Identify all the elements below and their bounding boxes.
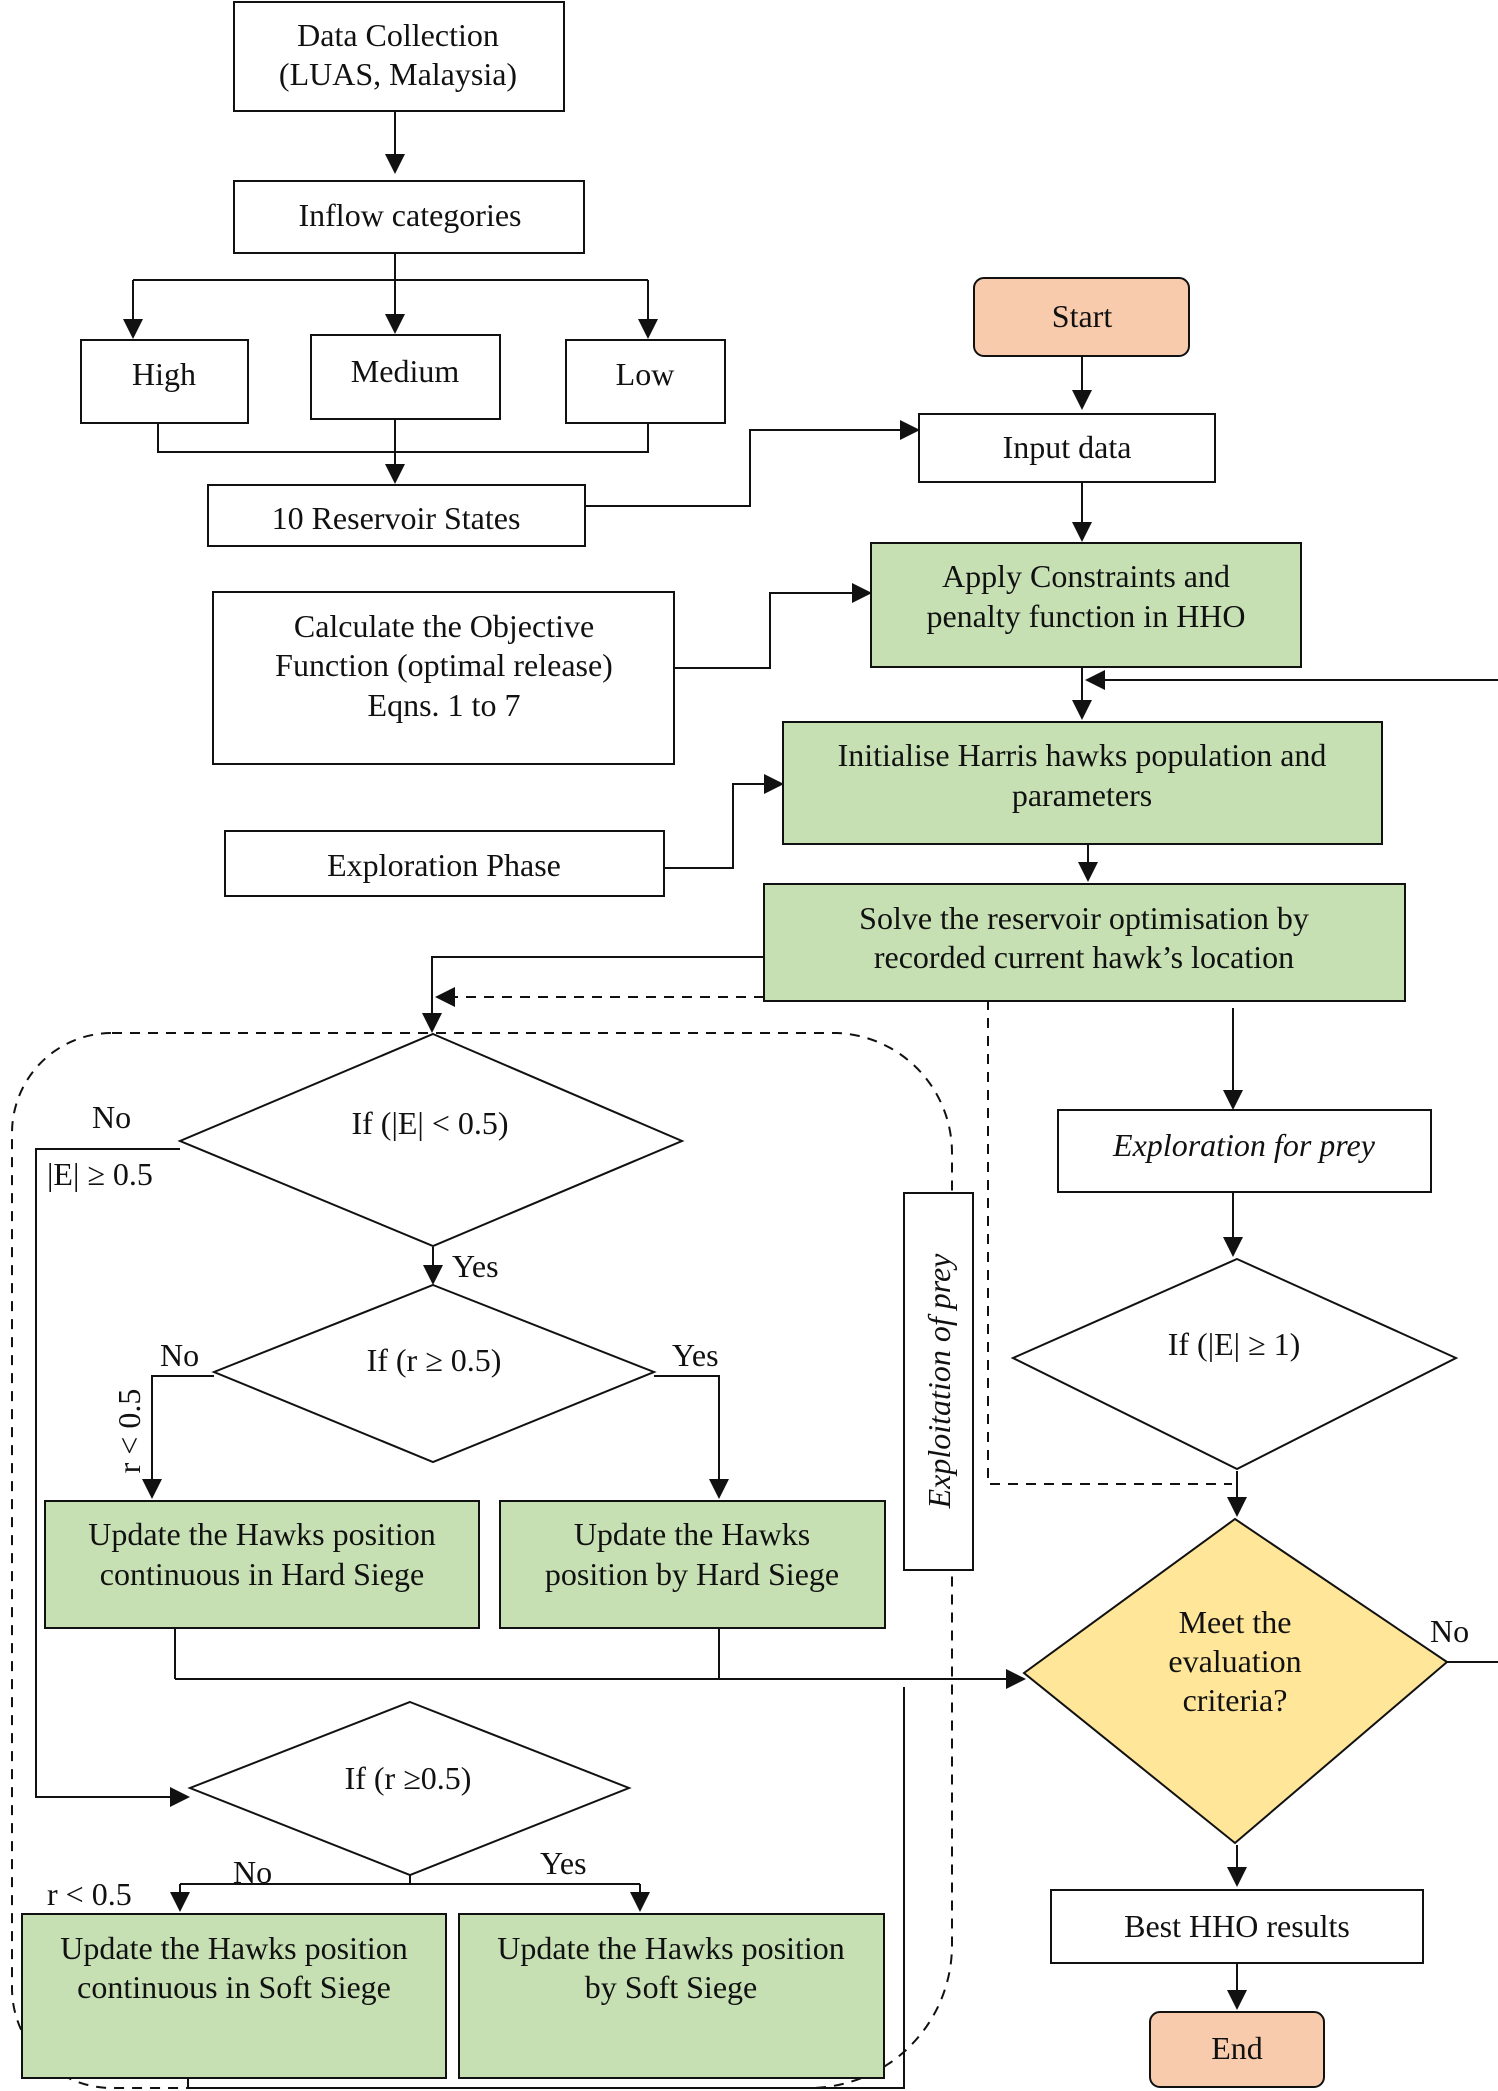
node-objective-function: Calculate the Objective Function (optima… (212, 591, 675, 765)
node-decision-e-half: If (|E| < 0.5) (177, 1032, 685, 1248)
node-decision-e-one: If (|E| ≥ 1) (1010, 1257, 1459, 1471)
node-exploration-phase: Exploration Phase (224, 830, 665, 897)
node-end: End (1149, 2011, 1325, 2088)
arrow-exploration-phase-to-initialise (664, 774, 784, 869)
apply-constraints-line-1: Apply Constraints and (942, 558, 1230, 594)
arrow-r1-no (142, 1375, 214, 1499)
node-inflow-categories: Inflow categories (233, 180, 585, 254)
exploration-phase-label: Exploration Phase (327, 847, 561, 883)
soft-siege-line-2: by Soft Siege (585, 1969, 757, 2005)
hard-siege-continuous-line-1: Update the Hawks position (88, 1516, 436, 1552)
soft-siege-continuous-line-1: Update the Hawks position (60, 1930, 408, 1966)
node-exploitation-of-prey: Exploitation of prey (903, 1192, 974, 1571)
hard-siege-line-2: position by Hard Siege (545, 1556, 839, 1592)
node-evaluation-criteria: Meet the evaluation criteria? (1022, 1517, 1449, 1845)
hard-siege-continuous-line-2: continuous in Hard Siege (100, 1556, 424, 1592)
evaluation-line-1: Meet the (1179, 1604, 1292, 1640)
node-input-data: Input data (918, 413, 1216, 483)
label-e-ge-half: |E| ≥ 0.5 (47, 1156, 153, 1192)
solve-line-2: recorded current hawk’s location (874, 939, 1294, 975)
node-hard-siege-continuous: Update the Hawks position continuous in … (44, 1500, 480, 1629)
label-r-lt-half-1: r < 0.5 (111, 1389, 147, 1474)
evaluation-line-3: criteria? (1183, 1682, 1288, 1718)
node-soft-siege-continuous: Update the Hawks position continuous in … (21, 1913, 447, 2079)
exploitation-prey-label: Exploitation of prey (921, 1253, 957, 1510)
arrow-objective-to-constraints (674, 583, 872, 669)
node-reservoir-states: 10 Reservoir States (207, 484, 586, 547)
objective-line-3: Eqns. 1 to 7 (368, 687, 521, 723)
label-yes-e-half: Yes (452, 1248, 499, 1284)
decision-e-one-label: If (|E| ≥ 1) (1168, 1326, 1301, 1362)
categories-merge-bar (157, 420, 649, 453)
node-best-results: Best HHO results (1050, 1889, 1424, 1964)
reservoir-states-label: 10 Reservoir States (272, 500, 521, 536)
node-data-collection: Data Collection (LUAS, Malaysia) (233, 1, 565, 112)
objective-line-1: Calculate the Objective (294, 608, 594, 644)
node-decision-r-half-1: If (r ≥ 0.5) (211, 1283, 657, 1464)
arrow-solve-to-exploitation (422, 956, 764, 1033)
node-initialise-population: Initialise Harris hawks population and p… (782, 721, 1383, 845)
arrow-r1-yes (654, 1375, 729, 1499)
r2-branch-bar (180, 1875, 640, 1885)
node-solve-optimisation: Solve the reservoir optimisation by reco… (763, 883, 1406, 1002)
connectors (11, 112, 1498, 2089)
label-r-lt-half-2: r < 0.5 (47, 1876, 132, 1912)
evaluation-line-2: evaluation (1168, 1643, 1301, 1679)
node-exploration-for-prey: Exploration for prey (1057, 1109, 1432, 1193)
arrow-e-half-no (35, 1148, 190, 1807)
node-decision-r-half-2: If (r ≥0.5) (187, 1700, 632, 1877)
inflow-categories-label: Inflow categories (298, 197, 521, 233)
label-no-r2: No (233, 1854, 272, 1890)
node-apply-constraints: Apply Constraints and penalty function i… (870, 542, 1302, 668)
apply-constraints-line-2: penalty function in HHO (926, 598, 1245, 634)
hard-siege-line-1: Update the Hawks (574, 1516, 810, 1552)
exploration-prey-label: Exploration for prey (1112, 1127, 1376, 1163)
hard-siege-merge (174, 1628, 720, 1679)
best-results-label: Best HHO results (1124, 1908, 1350, 1944)
start-label: Start (1052, 298, 1113, 334)
end-label: End (1211, 2030, 1263, 2066)
label-yes-r1: Yes (672, 1337, 719, 1373)
node-soft-siege: Update the Hawks position by Soft Siege (458, 1913, 885, 2079)
soft-siege-continuous-line-2: continuous in Soft Siege (77, 1969, 391, 2005)
low-label: Low (616, 356, 675, 392)
node-high: High (80, 339, 249, 424)
inflow-branch-bar (133, 254, 648, 281)
node-medium: Medium (310, 334, 501, 420)
initialise-line-2: parameters (1012, 777, 1152, 813)
input-data-label: Input data (1003, 429, 1132, 465)
data-collection-line-2: (LUAS, Malaysia) (279, 56, 517, 92)
decision-r1-label: If (r ≥ 0.5) (367, 1342, 502, 1378)
soft-siege-line-1: Update the Hawks position (497, 1930, 845, 1966)
decision-e-half-label: If (|E| < 0.5) (351, 1105, 508, 1141)
solve-line-1: Solve the reservoir optimisation by (859, 900, 1309, 936)
node-low: Low (565, 339, 726, 424)
label-no-eval: No (1430, 1613, 1469, 1649)
label-no-e-half: No (92, 1099, 131, 1135)
label-yes-r2: Yes (540, 1845, 587, 1881)
label-no-r1: No (160, 1337, 199, 1373)
medium-label: Medium (351, 353, 460, 389)
node-hard-siege: Update the Hawks position by Hard Siege (499, 1500, 886, 1629)
high-label: High (132, 356, 196, 392)
decision-r2-label: If (r ≥0.5) (345, 1760, 472, 1796)
node-start: Start (973, 277, 1190, 357)
edge-labels: No |E| ≥ 0.5 Yes No r < 0.5 Yes No r < 0… (47, 1099, 1469, 1912)
data-collection-line-1: Data Collection (297, 17, 499, 53)
initialise-line-1: Initialise Harris hawks population and (838, 737, 1327, 773)
objective-line-2: Function (optimal release) (275, 647, 613, 683)
arrow-states-to-input (585, 420, 920, 507)
